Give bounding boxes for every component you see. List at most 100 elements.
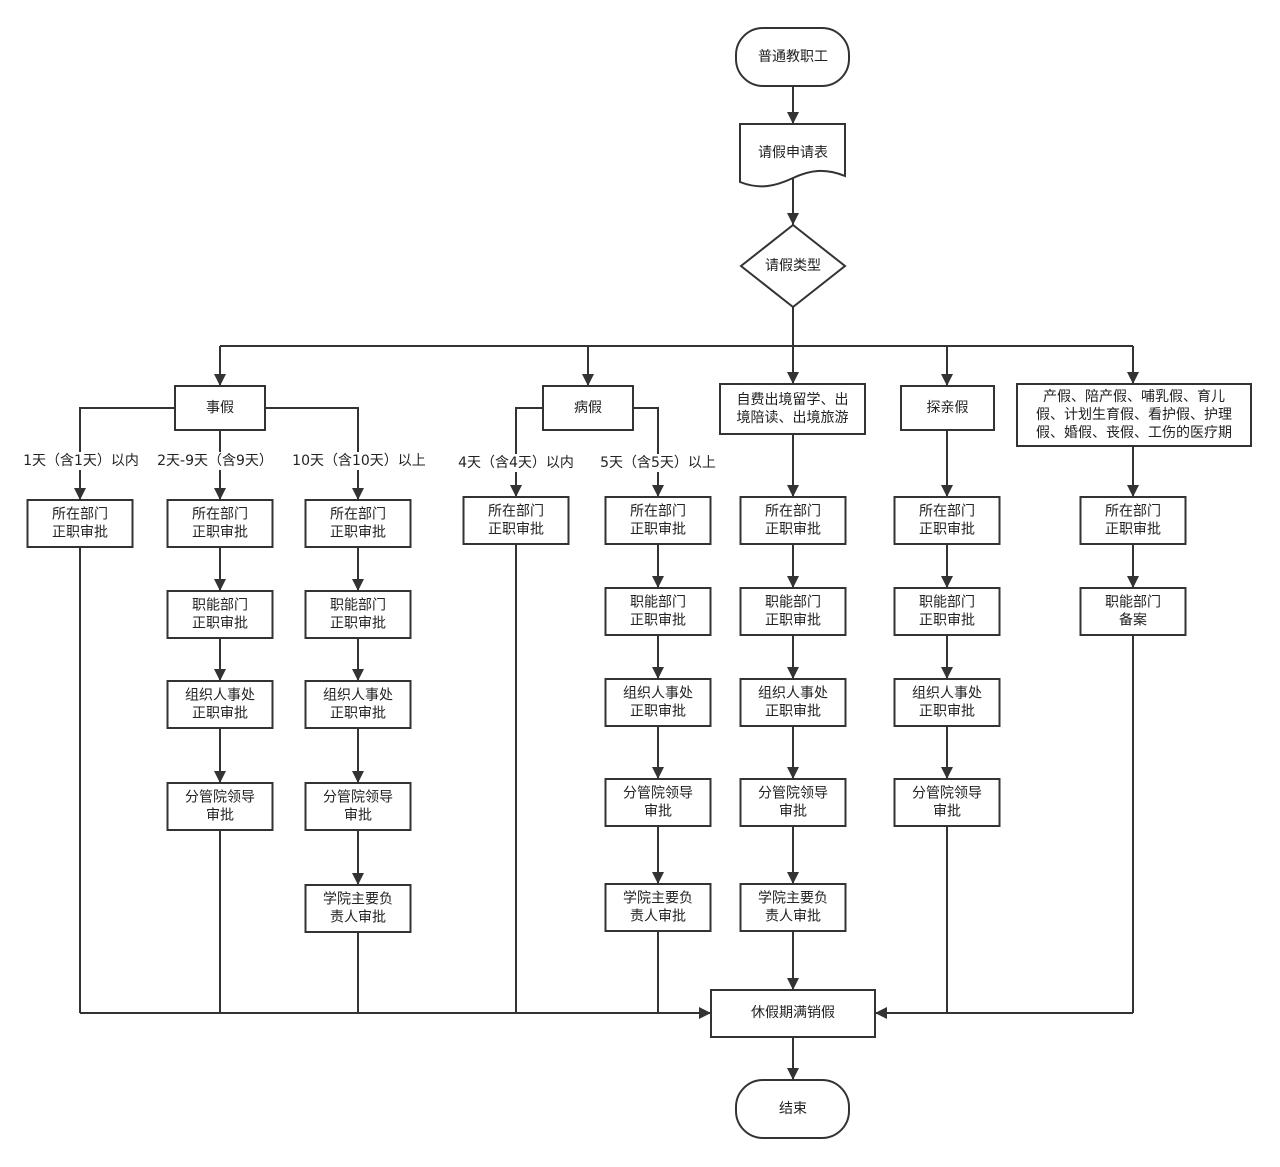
family-visit-leave-node: 探亲假 xyxy=(900,385,995,431)
approval-step-box xyxy=(893,496,1001,545)
approval-step-label-line: 组织人事处 xyxy=(912,686,982,702)
leave-end-box xyxy=(710,989,876,1038)
approval-step-label-line: 所在部门 xyxy=(1105,504,1161,520)
approval-step-label-line: 组织人事处 xyxy=(623,686,693,702)
approval-step-label: 所在部门正职审批 xyxy=(1105,504,1161,538)
approval-step-box xyxy=(739,587,847,636)
approval-step-label: 职能部门正职审批 xyxy=(330,598,386,632)
approval-step-label-line: 所在部门 xyxy=(52,507,108,523)
approval-step-label-line: 所在部门 xyxy=(919,504,975,520)
special-leave-node: 产假、陪产假、哺乳假、育儿假、计划生育假、看护假、护理假、婚假、丧假、工伤的医疗… xyxy=(1016,383,1252,447)
approval-step-box xyxy=(304,590,412,639)
approval-step: 所在部门正职审批 xyxy=(26,499,134,548)
approval-step-label-line: 备案 xyxy=(1119,612,1147,629)
approval-step-box xyxy=(739,496,847,545)
approval-step-box xyxy=(604,587,712,636)
approval-step-label: 组织人事处正职审批 xyxy=(758,686,828,720)
decision-diamond xyxy=(739,223,847,309)
approval-step: 所在部门正职审批 xyxy=(304,499,412,548)
approval-step-label: 所在部门正职审批 xyxy=(52,507,108,541)
approval-step-label-line: 组织人事处 xyxy=(758,686,828,702)
approval-step: 学院主要负责人审批 xyxy=(739,883,847,932)
approval-step: 职能部门正职审批 xyxy=(304,590,412,639)
approval-step: 职能部门备案 xyxy=(1079,587,1187,636)
leave-type-label-line: 境陪读、出境旅游 xyxy=(737,409,849,426)
approval-step-label: 所在部门正职审批 xyxy=(488,504,544,538)
leave-type-label-line: 产假、陪产假、哺乳假、育儿 xyxy=(1043,389,1225,405)
approval-step-label: 分管院领导审批 xyxy=(185,790,255,824)
approval-step: 组织人事处正职审批 xyxy=(304,680,412,729)
approval-step-label: 所在部门正职审批 xyxy=(192,507,248,541)
approval-step: 所在部门正职审批 xyxy=(1079,496,1187,545)
approval-step-label: 组织人事处正职审批 xyxy=(623,686,693,720)
approval-step: 学院主要负责人审批 xyxy=(304,884,412,933)
approval-step: 学院主要负责人审批 xyxy=(604,883,712,932)
approval-step-label-line: 责人审批 xyxy=(330,910,386,926)
approval-step-label: 学院主要负责人审批 xyxy=(623,891,693,925)
leave-type-box xyxy=(900,385,995,431)
approval-step-label-line: 所在部门 xyxy=(192,507,248,523)
leave-type-box xyxy=(174,385,266,431)
approval-step-label-line: 审批 xyxy=(206,808,234,824)
approval-step-label-line: 分管院领导 xyxy=(912,786,982,802)
approval-step-label: 职能部门备案 xyxy=(1105,595,1161,629)
approval-step-label-line: 所在部门 xyxy=(488,504,544,520)
approval-step-label: 组织人事处正职审批 xyxy=(185,688,255,722)
leave-type-label: 事假 xyxy=(206,400,234,416)
approval-step-label-line: 正职审批 xyxy=(630,704,686,720)
start-terminator-shape xyxy=(735,27,850,87)
start-node: 普通教职工 xyxy=(735,27,850,87)
leave-type-box xyxy=(719,383,866,435)
approval-step-label-line: 正职审批 xyxy=(488,522,544,538)
branch-condition: 5天（含5天）以上 xyxy=(598,454,718,472)
end-label: 结束 xyxy=(779,1101,807,1117)
approval-step-label-line: 正职审批 xyxy=(919,704,975,720)
approval-step-label: 职能部门正职审批 xyxy=(192,598,248,632)
approval-step-label-line: 正职审批 xyxy=(330,706,386,722)
approval-step-label-line: 组织人事处 xyxy=(185,688,255,704)
form-label: 请假申请表 xyxy=(758,145,828,161)
approval-step-label-line: 正职审批 xyxy=(1105,522,1161,538)
approval-step-box xyxy=(166,680,274,729)
approval-step-label: 所在部门正职审批 xyxy=(630,504,686,538)
approval-step-box xyxy=(604,678,712,727)
connector-sick-long xyxy=(633,407,664,497)
approval-step-label-line: 职能部门 xyxy=(330,598,386,614)
branch-condition-bg xyxy=(290,452,428,470)
approval-step-label-line: 正职审批 xyxy=(765,613,821,629)
branch-condition-label: 1天（含1天）以内 xyxy=(23,453,139,469)
approval-step-box xyxy=(304,884,412,933)
approval-step-label-line: 所在部门 xyxy=(630,504,686,520)
end-terminator-shape xyxy=(735,1079,850,1139)
approval-step-label: 所在部门正职审批 xyxy=(330,507,386,541)
approval-step-box xyxy=(304,499,412,548)
branch-condition-label: 5天（含5天）以上 xyxy=(600,455,716,471)
approval-step-label-line: 审批 xyxy=(344,808,372,824)
approval-step: 组织人事处正职审批 xyxy=(893,678,1001,727)
approval-step: 分管院领导审批 xyxy=(304,782,412,831)
approval-step-label-line: 正职审批 xyxy=(630,522,686,538)
approval-step-label-line: 正职审批 xyxy=(330,616,386,632)
personal-leave-node: 事假 xyxy=(174,385,266,431)
approval-step-label: 组织人事处正职审批 xyxy=(323,688,393,722)
document-shape xyxy=(739,123,846,188)
approval-step-box xyxy=(1079,496,1187,545)
approval-step-label: 学院主要负责人审批 xyxy=(758,891,828,925)
leave-type-label: 产假、陪产假、哺乳假、育儿假、计划生育假、看护假、护理假、婚假、丧假、工伤的医疗… xyxy=(1036,389,1232,441)
branch-condition-label: 4天（含4天）以内 xyxy=(458,455,574,471)
approval-step: 职能部门正职审批 xyxy=(604,587,712,636)
approval-step-label-line: 正职审批 xyxy=(765,522,821,538)
leave-type-box xyxy=(1016,383,1252,447)
approval-step-label-line: 分管院领导 xyxy=(185,790,255,806)
connector-sick-short xyxy=(510,407,543,497)
approval-step-label-line: 审批 xyxy=(933,804,961,820)
branch-condition-bg xyxy=(598,454,718,472)
approval-step-box xyxy=(739,778,847,827)
leave-type-box xyxy=(542,385,634,431)
approval-step-label-line: 职能部门 xyxy=(630,595,686,611)
approval-step-label-line: 学院主要负 xyxy=(323,892,393,908)
approval-step-box xyxy=(166,590,274,639)
approval-step-label-line: 正职审批 xyxy=(192,525,248,541)
leave-type-label: 病假 xyxy=(574,400,602,416)
